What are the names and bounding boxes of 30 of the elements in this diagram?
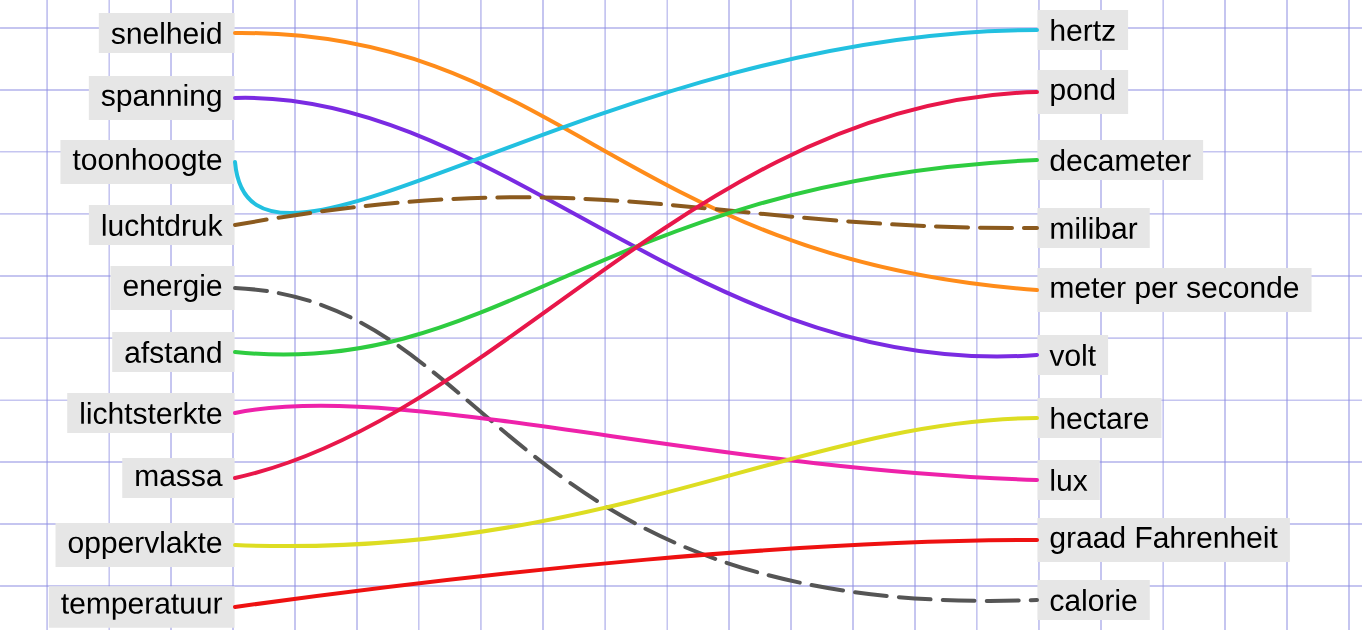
label-box: hectare [1037,398,1162,438]
curved-line [233,195,1039,230]
curved-line [233,28,1039,215]
curved-line [233,31,1039,292]
label-box: meter per seconde [1037,268,1312,312]
label-box: lichtsterkte [67,393,235,433]
curved-line [233,158,1039,357]
label-box: pond [1037,70,1129,114]
label-box: snelheid [98,13,235,53]
curved-line [233,286,1039,602]
curved-line [233,403,1039,482]
label-box: energie [110,266,235,310]
label-box: lux [1037,460,1100,500]
label-box: spanning [88,76,235,120]
curved-line [233,416,1039,548]
curved-line [233,538,1039,609]
label-box: calorie [1037,580,1150,620]
label-box: luchtdruk [88,205,235,245]
label-box: volt [1037,335,1109,375]
label-box: oppervlakte [55,523,235,567]
label-box: massa [122,458,235,498]
label-box: hertz [1037,10,1129,50]
label-box: toonhoogte [60,140,235,184]
label-box: graad Fahrenheit [1037,518,1290,562]
label-box: temperatuur [48,586,235,628]
label-box: milibar [1037,208,1150,248]
label-box: afstand [112,332,235,372]
curved-line [233,96,1039,358]
label-box: decameter [1037,140,1204,180]
curved-line [233,90,1039,480]
